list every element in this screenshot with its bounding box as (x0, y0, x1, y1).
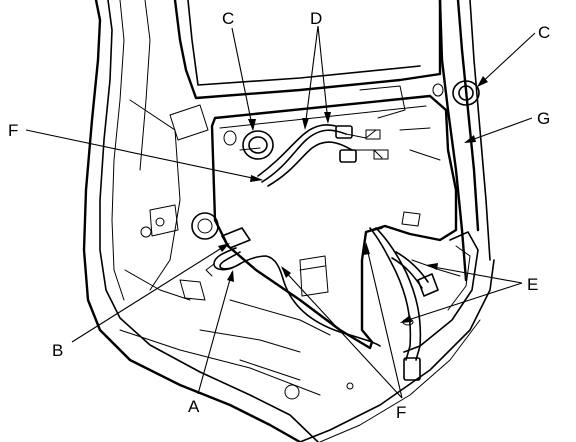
inner-panel-left (119, 99, 354, 400)
callout-f-top: F (8, 121, 18, 140)
callout-d: D (310, 9, 322, 28)
connector-e-upper (417, 273, 439, 297)
callout-f-bottom: F (396, 403, 406, 422)
callout-e: E (527, 275, 538, 294)
clip-right (432, 80, 480, 106)
connector-upper-1 (335, 125, 381, 140)
clip-left (223, 130, 274, 160)
leader-lines (25, 25, 536, 399)
connector-e-lower (403, 357, 421, 381)
callout-a: A (188, 397, 200, 416)
callout-c-right: C (538, 23, 550, 42)
door-frame (82, 0, 495, 442)
wire-harness-upper (257, 124, 383, 187)
callout-b: B (52, 341, 63, 360)
callout-c-left: C (222, 9, 234, 28)
wire-harness-lower (205, 247, 381, 347)
callout-g: G (537, 109, 550, 128)
wire-harness-right (365, 227, 429, 361)
connector-upper-2 (339, 149, 389, 163)
